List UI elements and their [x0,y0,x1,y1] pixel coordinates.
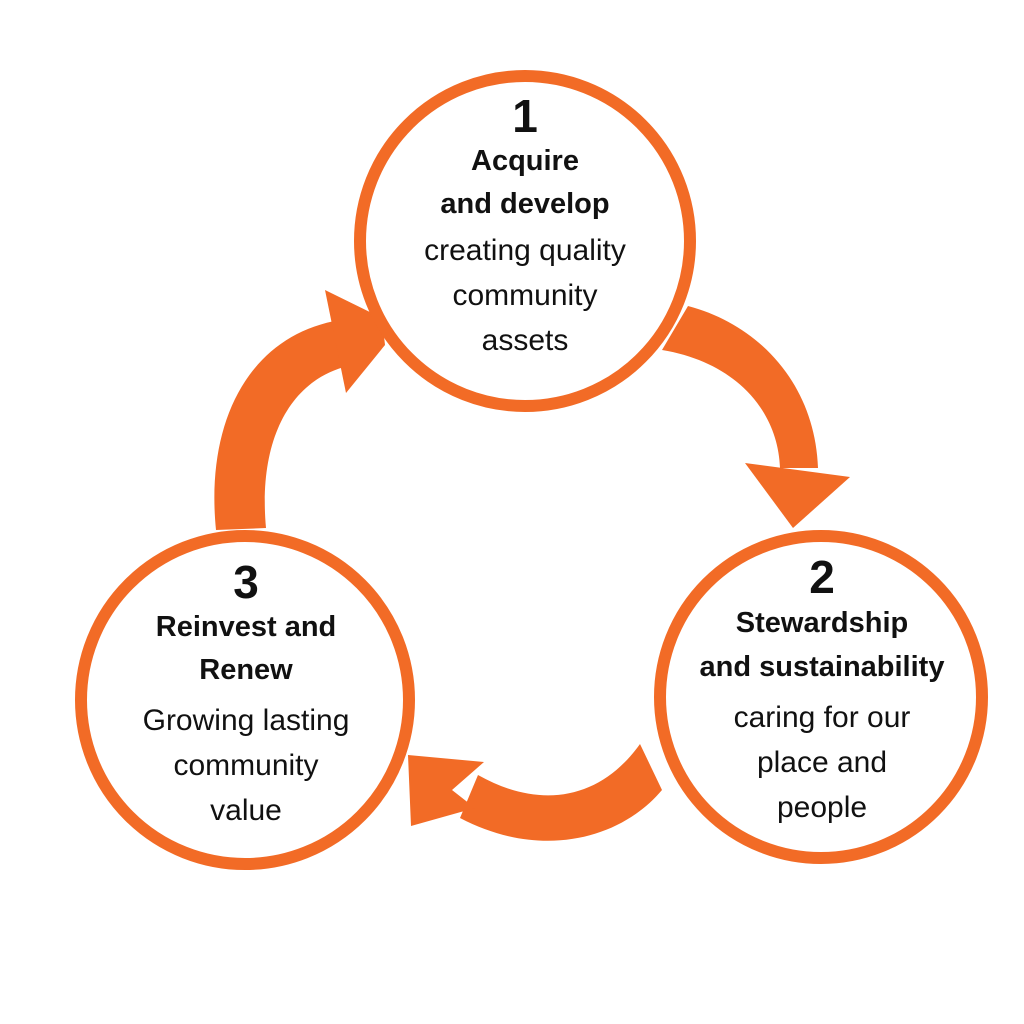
stage-2-description-line: caring for our [733,701,911,734]
stage-1-number: 1 [512,90,538,142]
arrow-2-to-3-band [460,744,662,841]
stage-1-title-line: and develop [440,188,610,220]
stage-1-circle [354,70,696,412]
arrow-3-to-1-band [214,320,348,530]
arrow-3-to-1 [214,290,385,530]
stage-2-description-line: place and [756,746,888,779]
stage-3-description: Growing lasting community value [77,698,415,833]
stage-1-title-line: Acquire [471,145,579,177]
stage-3-description-line: value [210,794,282,827]
arrow-1-to-2-head [745,463,850,528]
arrow-2-to-3-head [408,755,484,826]
stage-3-title-line: Reinvest and [155,611,337,643]
stage-1-description-line: community [452,279,598,312]
stage-1-description-line: assets [481,324,569,357]
stage-2-circle [654,530,988,864]
stage-2-number: 2 [809,551,835,603]
arrow-3-to-1-head [325,290,385,393]
stage-1-title: Acquire and develop [355,140,695,226]
stage-3-title: Reinvest and Renew [77,606,415,692]
stage-3-description-line: Growing lasting [142,704,350,737]
stage-2: 2 Stewardship and sustainability caring … [655,553,989,830]
stage-3-number: 3 [233,556,259,608]
stage-1: 1 Acquire and develop creating quality c… [355,92,695,363]
stage-1-description: creating quality community assets [355,228,695,363]
stage-2-title-line: Stewardship [735,607,909,639]
stage-1-description-line: creating quality [424,234,626,267]
stage-2-description: caring for our place and people [655,695,989,830]
stage-3-circle [75,530,415,870]
stage-3: 3 Reinvest and Renew Growing lasting com… [77,558,415,833]
stage-3-title-line: Renew [199,654,293,686]
arrow-1-to-2-band [662,306,818,468]
stage-2-title-line: and sustainability [699,651,945,683]
stage-2-description-line: people [776,791,868,824]
arrow-1-to-2 [662,306,850,528]
arrow-2-to-3 [408,744,662,841]
stage-2-title: Stewardship and sustainability [655,601,989,689]
stage-3-description-line: community [173,749,319,782]
